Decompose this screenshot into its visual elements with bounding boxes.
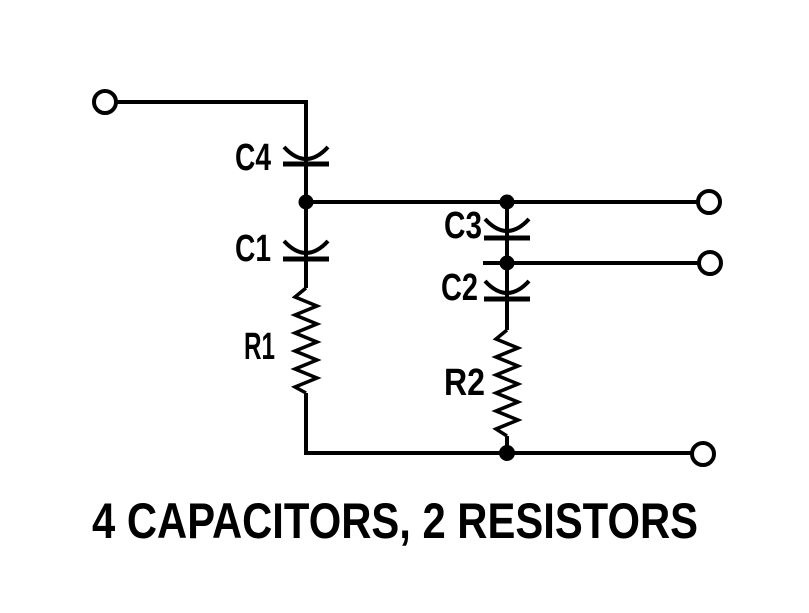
resistor-r1-zigzag	[290, 286, 322, 395]
c4-curved-plate	[282, 145, 330, 161]
c3-curved-plate	[483, 217, 531, 233]
label-r1: R1	[244, 326, 275, 368]
label-r2: R2	[444, 362, 485, 404]
terminal-output-3-circle	[690, 441, 716, 467]
diagram-title: 4 CAPACITORS, 2 RESISTORS	[92, 493, 698, 549]
capacitor-c3	[483, 217, 531, 241]
label-c4: C4	[235, 137, 271, 179]
terminal-output-2-circle	[697, 250, 723, 276]
junction-dot-1	[298, 194, 314, 210]
capacitor-c1	[282, 239, 330, 262]
capacitor-c2	[483, 279, 531, 302]
junction-dot-4	[499, 445, 515, 461]
c2-curved-plate	[483, 279, 531, 295]
capacitor-c4	[282, 145, 330, 167]
terminal-output-1-circle	[696, 189, 722, 215]
label-c2: C2	[441, 267, 478, 309]
resistor-r2-zigzag	[491, 328, 523, 438]
wire-input-to-c4-branch	[116, 100, 308, 288]
label-c1: C1	[235, 228, 271, 270]
junction-dot-2	[499, 194, 515, 210]
c1-curved-plate	[282, 239, 330, 255]
terminal-input-circle	[92, 89, 118, 115]
junction-dot-3	[499, 255, 515, 271]
label-c3: C3	[444, 205, 482, 247]
wire-r1-to-bottom-bus	[304, 393, 692, 455]
